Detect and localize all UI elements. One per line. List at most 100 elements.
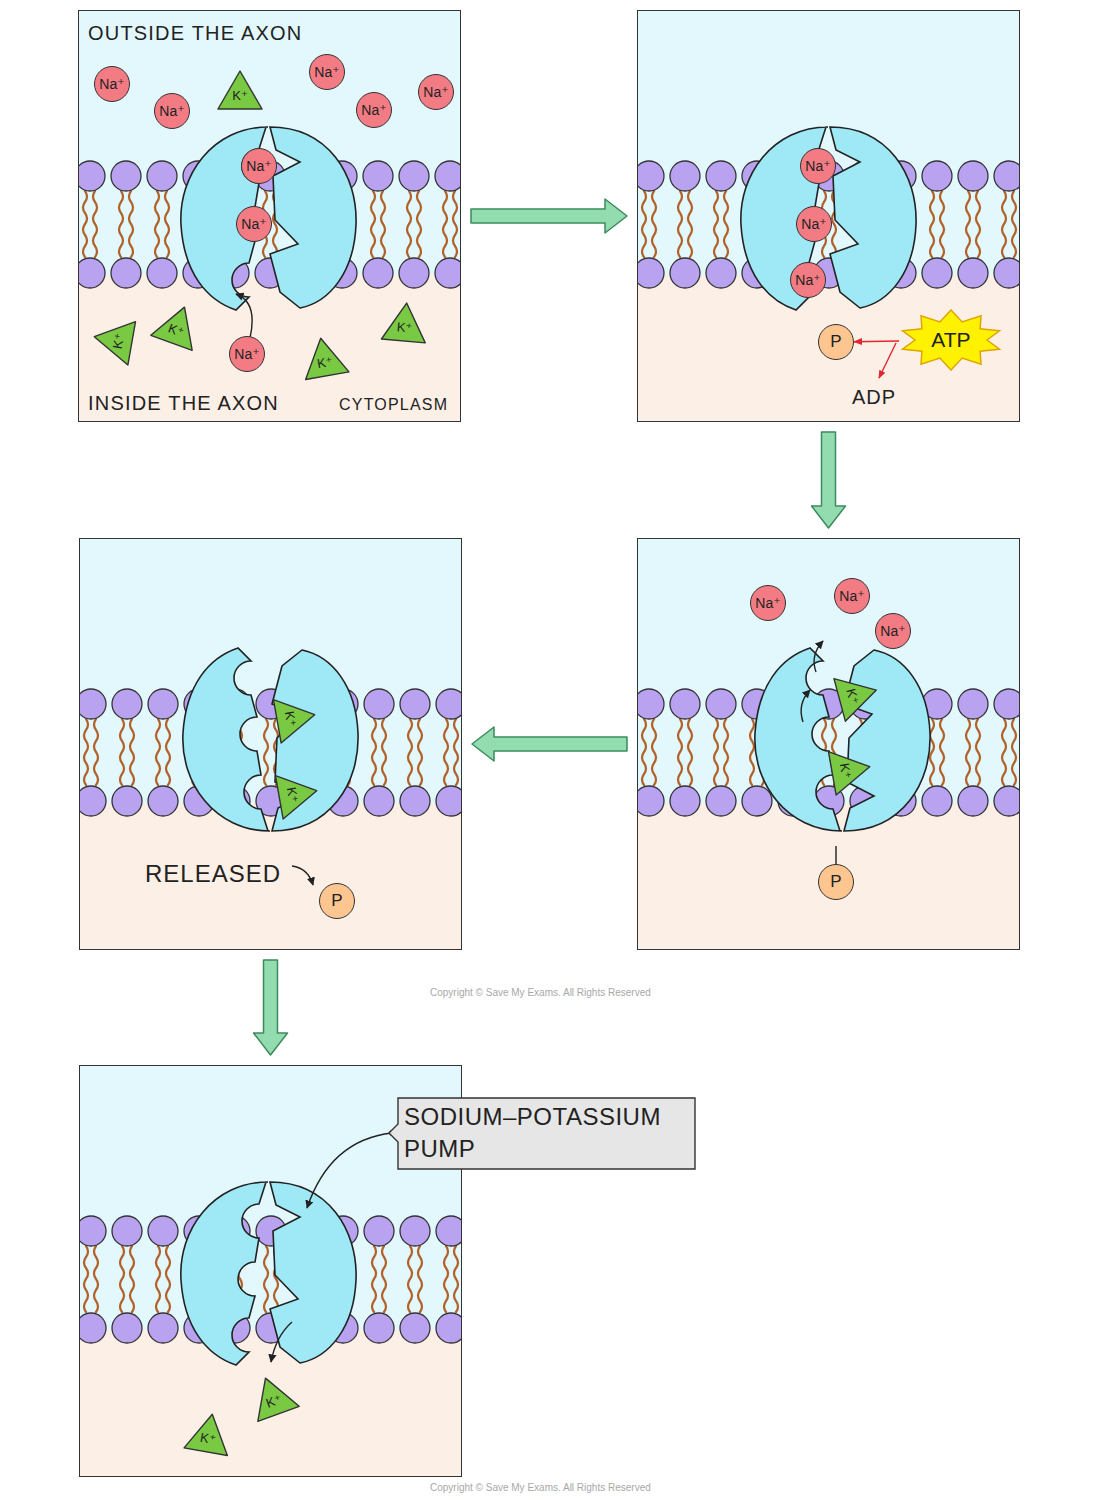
phosphate-head (79, 786, 106, 816)
phosphate-head (399, 161, 429, 191)
movement-arrow (801, 690, 810, 722)
lipid-tail (418, 1246, 422, 1312)
step-arrow (254, 960, 288, 1055)
cytoplasm-fill (78, 275, 461, 422)
phosphate-head (364, 1313, 394, 1343)
movement-arrow (236, 294, 252, 338)
potassium-ion: K⁺ (379, 299, 430, 345)
potassium-ion: K⁺ (216, 69, 264, 111)
extracellular-fluid (79, 538, 462, 803)
phosphate-head (364, 689, 394, 719)
ion-label: Na⁺ (242, 156, 276, 176)
phosphate-head (111, 161, 141, 191)
phosphate-head (742, 786, 772, 816)
lipid-tail (652, 191, 656, 257)
phosphate-head (436, 1313, 462, 1343)
leader-arrow (307, 1133, 392, 1208)
phosphate-head (364, 786, 394, 816)
sodium-ion: Na⁺ (790, 262, 826, 298)
lipid-tail (408, 719, 412, 785)
lipid-tail (120, 1246, 124, 1312)
pump-half (270, 1182, 356, 1363)
phosphate-head (400, 1313, 430, 1343)
lipid-tail (94, 719, 98, 785)
phosphate-head (79, 1216, 106, 1246)
potassium-ion: K⁺ (297, 332, 352, 382)
lipid-tail (940, 191, 944, 257)
step-arrow (471, 199, 627, 233)
phosphate-head (436, 786, 462, 816)
lipid-tail (940, 719, 944, 785)
phosphate-head (78, 161, 105, 191)
stage-panel: Na⁺Na⁺Na⁺K⁺K⁺P (637, 538, 1020, 950)
ion-label: Na⁺ (357, 100, 391, 120)
phosphate-head (706, 689, 736, 719)
lipid-tail (930, 719, 934, 785)
potassium-ion: K⁺ (148, 297, 207, 353)
potassium-ion: K⁺ (182, 1408, 237, 1458)
lipid-tail (688, 719, 692, 785)
phosphate-group: P (818, 324, 854, 360)
sodium-ion: Na⁺ (94, 66, 130, 102)
lipid-tail (372, 1246, 376, 1312)
lipid-tail (976, 191, 980, 257)
ion-label: Na⁺ (797, 214, 831, 234)
lipid-tail (930, 191, 934, 257)
sodium-ion: Na⁺ (154, 93, 190, 129)
molecule-label: ADP (852, 386, 896, 409)
phosphate-head (400, 689, 430, 719)
sodium-ion: Na⁺ (241, 148, 277, 184)
pump-protein (183, 648, 358, 831)
lipid-tail (642, 191, 646, 257)
pump-protein (181, 127, 356, 310)
sodium-ion: Na⁺ (834, 578, 870, 614)
membrane-panel (637, 10, 1020, 422)
lipid-tail (84, 719, 88, 785)
phosphate-head (112, 1216, 142, 1246)
lipid-tail (372, 719, 376, 785)
phosphate-head (436, 689, 462, 719)
phosphate-head (994, 161, 1020, 191)
phosphate-head (400, 786, 430, 816)
sodium-ion: Na⁺ (800, 148, 836, 184)
atp-burst: ATP (899, 309, 1003, 371)
cytoplasm-fill (79, 1330, 462, 1477)
lipid-tail (264, 1246, 268, 1312)
pump-protein (181, 1182, 356, 1365)
phosphate-head (670, 161, 700, 191)
phosphate-head (706, 258, 736, 288)
lipid-tail (966, 719, 970, 785)
potassium-ion: K⁺ (271, 691, 321, 746)
ion-label: Na⁺ (310, 62, 344, 82)
copyright-watermark: Copyright © Save My Exams. All Rights Re… (430, 1482, 651, 1493)
lipid-tail (382, 719, 386, 785)
ion-label: Na⁺ (751, 593, 785, 613)
phosphate-head (79, 1313, 106, 1343)
cytoplasm-fill (637, 275, 1020, 422)
membrane-panel (637, 538, 1020, 950)
phosphate-head (78, 258, 105, 288)
pump-half (183, 648, 270, 831)
lipid-tail (93, 191, 97, 257)
pump-half (272, 650, 358, 831)
phosphate-head (435, 161, 461, 191)
hydrolysis-arrow (879, 343, 896, 378)
stage-panel: K⁺K⁺P (79, 538, 462, 950)
phosphate-head (148, 1216, 178, 1246)
region-label: INSIDE THE AXON (88, 391, 279, 415)
stage-panel: Na⁺ Na⁺ Na⁺ P ATP (637, 10, 1020, 422)
phosphate-head (994, 786, 1020, 816)
phosphate-head (958, 786, 988, 816)
ion-label: Na⁺ (801, 156, 835, 176)
phosphate-head (364, 1216, 394, 1246)
ion-label: P (320, 891, 354, 911)
lipid-tail (444, 719, 448, 785)
lipid-tail (418, 719, 422, 785)
lipid-tail (444, 1246, 448, 1312)
lipid-tail (642, 719, 646, 785)
phosphate-head (670, 258, 700, 288)
sodium-ion: Na⁺ (875, 613, 911, 649)
step-arrow (472, 727, 627, 761)
lipid-tail (371, 191, 375, 257)
